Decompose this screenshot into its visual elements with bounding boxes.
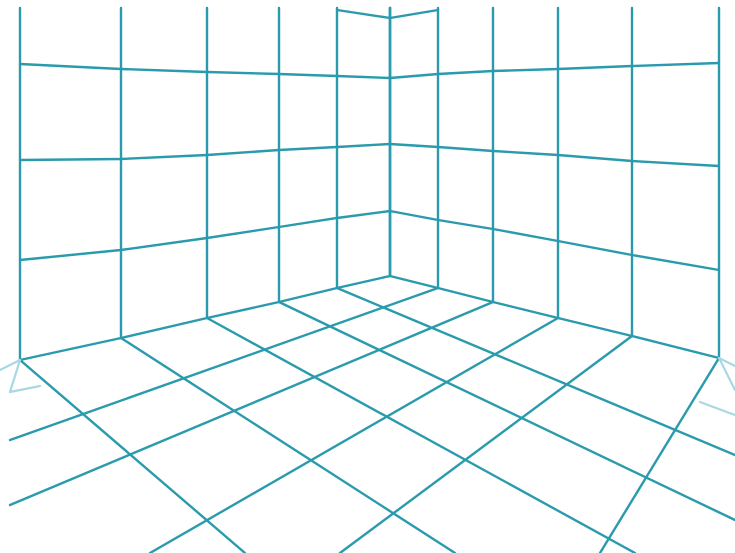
left-wall-horizontal: [20, 144, 390, 160]
left-wall-horizontal: [20, 211, 390, 260]
left-wall-base-edge: [20, 276, 390, 360]
floor-fade-line: [700, 402, 735, 415]
right-wall-horizontal: [390, 144, 719, 166]
floor-line: [121, 338, 455, 553]
floor-line: [279, 302, 735, 520]
left-wall-grid: [20, 8, 390, 360]
floor-line: [600, 358, 719, 553]
left-wall-horizontal: [20, 64, 390, 78]
right-wall-horizontal: [390, 211, 719, 270]
right-wall-top-edge: [390, 10, 438, 18]
right-wall-base-edge: [390, 276, 719, 358]
floor-line: [340, 336, 632, 553]
floor-fade-line: [10, 386, 40, 392]
floor-line: [10, 302, 493, 505]
floor-line: [10, 288, 438, 440]
left-wall-top-edge: [337, 10, 390, 18]
right-wall-horizontal: [390, 63, 719, 78]
floor-grid: [10, 276, 735, 553]
floor-line: [20, 360, 245, 553]
right-wall-grid: [390, 8, 719, 358]
